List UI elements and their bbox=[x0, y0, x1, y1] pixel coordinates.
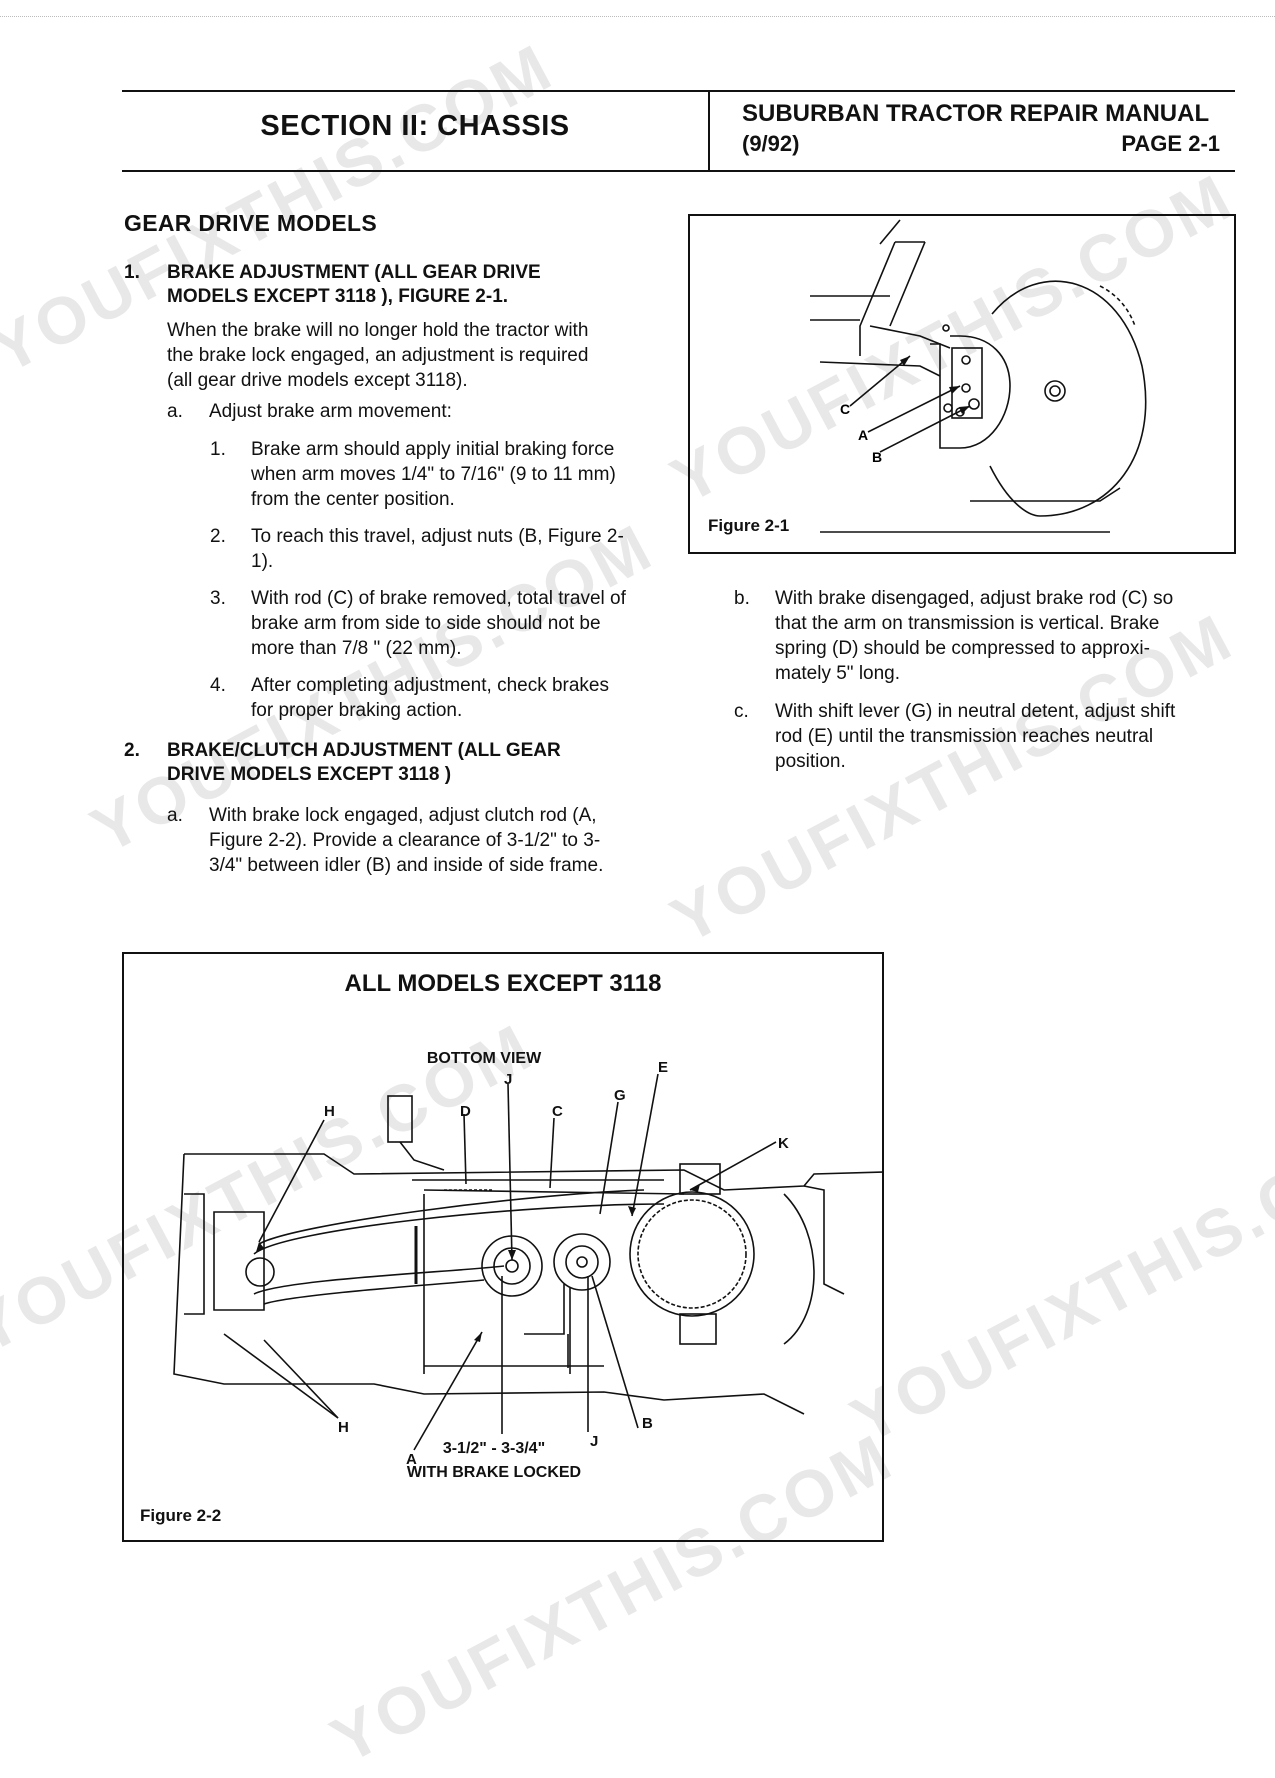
figure-2-2-subtitle: BOTTOM VIEW bbox=[426, 1050, 542, 1067]
header-bottom-rule bbox=[122, 170, 1235, 172]
step1-number: 1. bbox=[124, 262, 140, 283]
step1-c-line3: position. bbox=[775, 751, 846, 772]
header-divider bbox=[708, 92, 710, 170]
substep2-line1: To reach this travel, adjust nuts (B, Fi… bbox=[251, 526, 624, 547]
fig2-label-e: E bbox=[658, 1059, 668, 1076]
fig2-label-c: C bbox=[552, 1103, 563, 1120]
step1-intro-line3: (all gear drive models except 3118). bbox=[167, 370, 468, 391]
step1-a-text: Adjust brake arm movement: bbox=[209, 401, 452, 422]
substep3-line1: With rod (C) of brake removed, total tra… bbox=[251, 588, 626, 609]
manual-date: (9/92) bbox=[742, 131, 800, 156]
section-title: SECTION II: CHASSIS bbox=[260, 110, 570, 142]
substep3-number: 3. bbox=[210, 588, 226, 609]
figure-2-1: C A B Figure 2-1 bbox=[688, 214, 1236, 554]
substep4-line2: for proper braking action. bbox=[251, 700, 463, 721]
fig2-label-b: B bbox=[642, 1415, 653, 1432]
step1-c-line2: rod (E) until the transmission reaches n… bbox=[775, 726, 1154, 747]
step1-c-line1: With shift lever (G) in neutral detent, … bbox=[775, 701, 1176, 722]
step2-a-line1: With brake lock engaged, adjust clutch r… bbox=[209, 805, 597, 826]
step1-b-line1: With brake disengaged, adjust brake rod … bbox=[775, 588, 1174, 609]
fig1-label-b: B bbox=[872, 449, 882, 465]
step1-b-line2: that the arm on transmission is vertical… bbox=[775, 613, 1160, 634]
fig2-label-h-top: H bbox=[324, 1103, 335, 1120]
substep1-line1: Brake arm should apply initial braking f… bbox=[251, 439, 615, 460]
section-heading: GEAR DRIVE MODELS bbox=[124, 210, 378, 236]
substep2-line2: 1). bbox=[251, 551, 274, 572]
figure-2-2: ALL MODELS EXCEPT 3118 BOTTOM VIEW bbox=[122, 952, 884, 1542]
figure-2-2-caption: Figure 2-2 bbox=[140, 1506, 222, 1525]
chassis-bottom-view-drawing: H H D C J G E K A B J bbox=[173, 1059, 882, 1468]
step1-b-letter: b. bbox=[734, 588, 750, 609]
brake-drawing: C A B bbox=[810, 219, 1147, 533]
substep4-line1: After completing adjustment, check brake… bbox=[251, 675, 610, 696]
step2-number: 2. bbox=[124, 740, 140, 761]
substep3-line2: brake arm from side to side should not b… bbox=[251, 613, 601, 634]
step1-title-line2: MODELS EXCEPT 3118 ), FIGURE 2-1. bbox=[167, 286, 509, 307]
fig2-label-d: D bbox=[460, 1103, 471, 1120]
step2-a-letter: a. bbox=[167, 805, 183, 826]
clearance-dimension: 3-1/2" - 3-3/4" bbox=[442, 1440, 546, 1457]
fig2-label-j-bottom: J bbox=[590, 1433, 598, 1450]
page-number: PAGE 2-1 bbox=[1121, 131, 1220, 156]
substep1-number: 1. bbox=[210, 439, 226, 460]
header-top-rule bbox=[122, 90, 1235, 92]
substep3-line3: more than 7/8 " (22 mm). bbox=[251, 638, 462, 659]
scan-edge-line bbox=[0, 16, 1275, 17]
step2-title-line2: DRIVE MODELS EXCEPT 3118 ) bbox=[167, 764, 452, 785]
fig2-label-j-top: J bbox=[504, 1071, 512, 1088]
substep1-line3: from the center position. bbox=[251, 489, 455, 510]
step1-b-line4: mately 5" long. bbox=[775, 663, 901, 684]
step1-c-letter: c. bbox=[734, 701, 749, 722]
substep4-number: 4. bbox=[210, 675, 226, 696]
substep2-number: 2. bbox=[210, 526, 226, 547]
fig1-label-a: A bbox=[858, 427, 868, 443]
step1-b-line3: spring (D) should be compressed to appro… bbox=[775, 638, 1150, 659]
step1-intro-line1: When the brake will no longer hold the t… bbox=[167, 320, 589, 341]
figure-2-1-caption: Figure 2-1 bbox=[708, 516, 790, 535]
manual-title: SUBURBAN TRACTOR REPAIR MANUAL bbox=[742, 100, 1210, 127]
step1-intro-line2: the brake lock engaged, an adjustment is… bbox=[167, 345, 589, 366]
fig2-label-g: G bbox=[614, 1087, 626, 1104]
fig2-label-h-bottom: H bbox=[338, 1419, 349, 1436]
watermark: YOUFIXTHIS.COM bbox=[839, 1098, 1275, 1458]
step2-a-line2: Figure 2-2). Provide a clearance of 3-1/… bbox=[209, 830, 601, 851]
step2-a-line3: 3/4" between idler (B) and inside of sid… bbox=[209, 855, 604, 876]
fig2-label-k: K bbox=[778, 1135, 789, 1152]
step2-title-line1: BRAKE/CLUTCH ADJUSTMENT (ALL GEAR bbox=[167, 740, 561, 761]
substep1-line2: when arm moves 1/4" to 7/16" (9 to 11 mm… bbox=[251, 464, 616, 485]
fig2-label-a: A bbox=[406, 1451, 417, 1468]
fig1-label-c: C bbox=[840, 401, 850, 417]
clearance-condition: WITH BRAKE LOCKED bbox=[406, 1464, 582, 1481]
figure-2-2-title: ALL MODELS EXCEPT 3118 bbox=[344, 970, 662, 997]
step1-title-line1: BRAKE ADJUSTMENT (ALL GEAR DRIVE bbox=[167, 262, 541, 283]
step1-a-letter: a. bbox=[167, 401, 183, 422]
